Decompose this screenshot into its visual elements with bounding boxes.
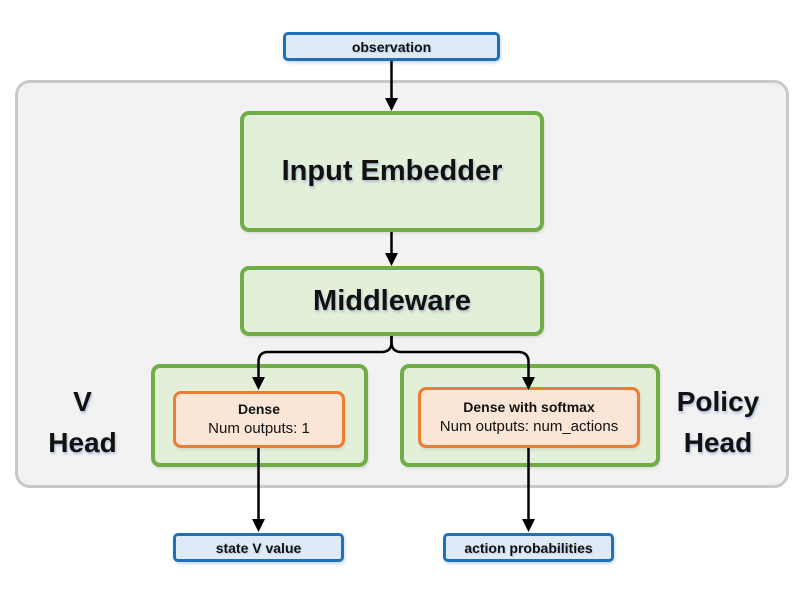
- observation-label: observation: [351, 38, 432, 55]
- v-head-label-line1: V: [73, 386, 92, 417]
- observation-node: observation: [283, 32, 500, 61]
- input-embedder-label: Input Embedder: [281, 155, 503, 187]
- action-probabilities-node: action probabilities: [443, 533, 614, 562]
- v-head-dense-node: Dense Num outputs: 1: [173, 391, 345, 448]
- policy-head-dense-subtitle: Num outputs: num_actions: [439, 417, 619, 435]
- arrowhead-policy-head-to-action-probabilities: [522, 519, 535, 532]
- policy-head-label-line1: Policy: [676, 386, 760, 417]
- v-head-dense-title: Dense: [237, 400, 281, 417]
- policy-head-label-line2: Head: [683, 427, 753, 458]
- v-head-dense-subtitle: Num outputs: 1: [208, 419, 310, 437]
- policy-head-dense-title: Dense with softmax: [463, 398, 595, 415]
- middleware-label: Middleware: [313, 284, 471, 317]
- state-v-value-label: state V value: [215, 539, 302, 556]
- v-head-label: V Head: [25, 381, 140, 463]
- policy-head-dense-node: Dense with softmax Num outputs: num_acti…: [418, 387, 640, 448]
- middleware-node: Middleware: [240, 266, 544, 336]
- v-head-label-line2: Head: [48, 427, 117, 458]
- policy-head-label: Policy Head: [658, 381, 778, 463]
- arrowhead-v-head-to-state-v-value: [252, 519, 265, 532]
- action-probabilities-label: action probabilities: [464, 539, 593, 556]
- state-v-value-node: state V value: [173, 533, 344, 562]
- input-embedder-node: Input Embedder: [240, 111, 544, 232]
